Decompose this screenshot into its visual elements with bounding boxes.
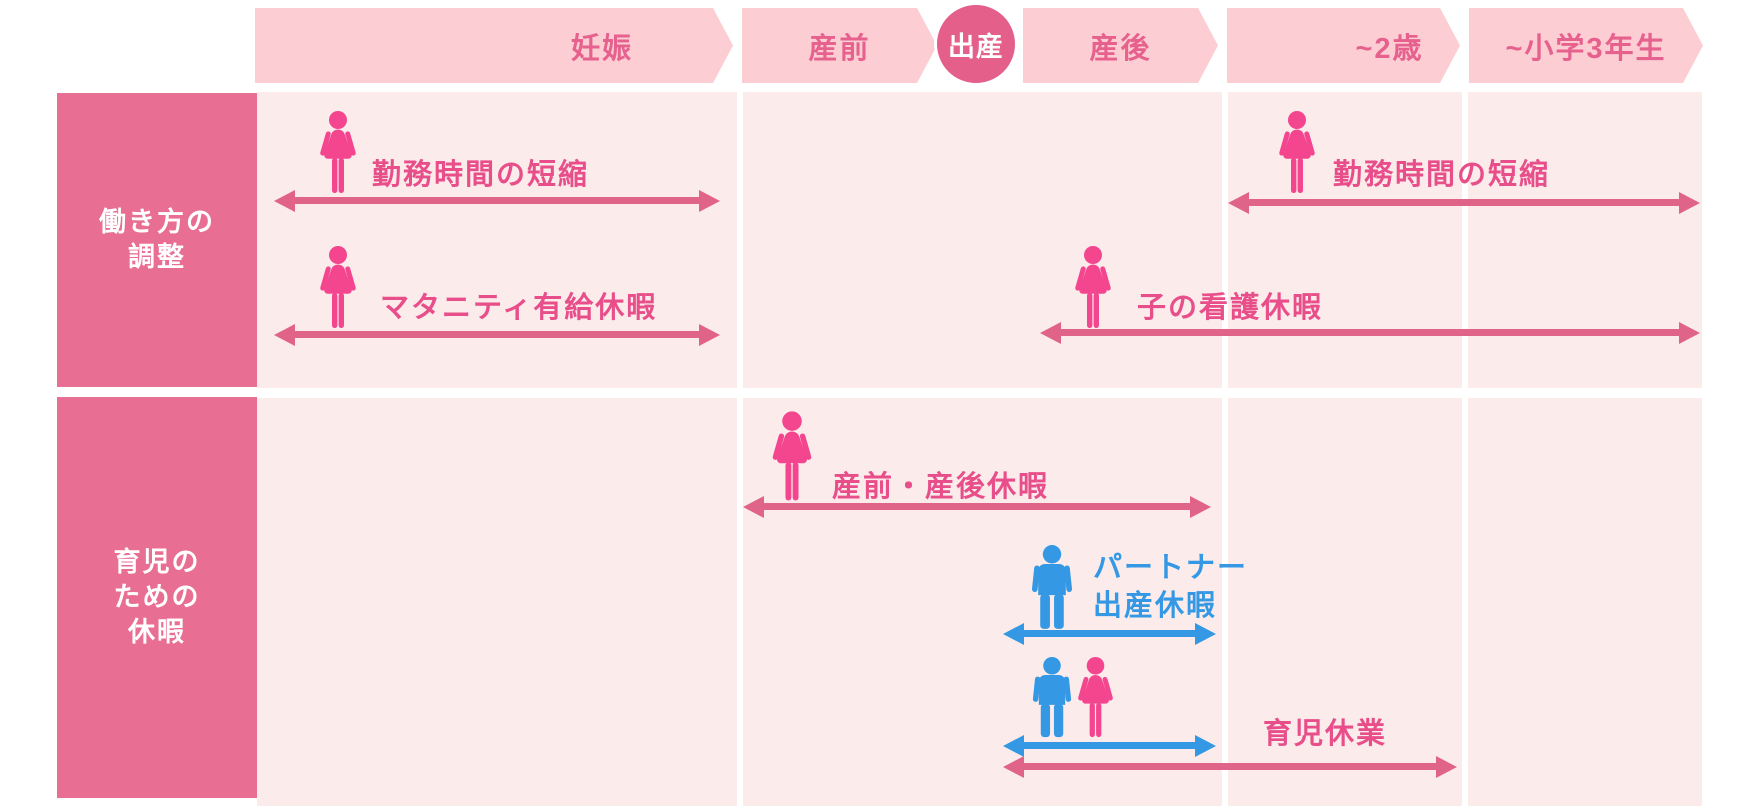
stage-label: 産後 <box>1089 32 1152 65</box>
grid-cell <box>743 398 1222 806</box>
grid-cell <box>1468 398 1702 806</box>
stage-label: ~小学3年生 <box>1505 32 1667 65</box>
item-label-partner-birth-leave-line2: 出産休暇 <box>1093 590 1218 622</box>
duration-arrow-pre-post-birth-leave <box>743 495 1211 518</box>
stage-label: 妊娠 <box>570 32 633 65</box>
item-label-partner-birth-leave-line1: パートナー <box>1093 552 1249 584</box>
item-label-childcare-leave: 育児休業 <box>1263 718 1388 750</box>
timeline-stage-to-age-2: ~2歳 <box>1227 8 1460 83</box>
sidebar-row-label-line: ための <box>113 582 201 612</box>
sidebar-row-label-line: 育児の <box>113 547 201 577</box>
sidebar-row-label-line: 休暇 <box>128 617 186 647</box>
woman-icon <box>1078 656 1113 738</box>
woman-icon <box>772 411 812 501</box>
duration-arrow-partner-birth-leave <box>1003 622 1216 645</box>
duration-arrow-childcare-leave-partner <box>1003 734 1216 757</box>
item-label-child-nursing-leave: 子の看護休暇 <box>1137 292 1324 324</box>
grid-cell <box>1228 92 1462 388</box>
woman-icon <box>320 111 356 193</box>
timeline-stage-pre-birth: 産前 <box>742 8 937 83</box>
man-icon <box>1032 656 1072 738</box>
duration-arrow-childcare-leave <box>1003 755 1457 778</box>
duration-arrow-shorter-hours-right <box>1228 191 1700 214</box>
stage-label: 出産 <box>948 31 1004 62</box>
sidebar-row-label-line: 働き方の <box>99 207 215 237</box>
timeline-stage-pregnancy: 妊娠 <box>255 8 733 83</box>
duration-arrow-child-nursing-leave <box>1040 321 1700 344</box>
item-label-maternity-paid-leave: マタニティ有給休暇 <box>380 292 658 324</box>
grid-cell <box>743 92 1222 388</box>
item-label-shorter-hours-left: 勤務時間の短縮 <box>372 159 590 191</box>
sidebar-row-label-line: 調整 <box>128 242 186 272</box>
man-icon <box>1031 545 1073 629</box>
sidebar-row-childcare-leave: 育児の ための 休暇 <box>57 397 257 798</box>
stage-label: ~2歳 <box>1355 32 1424 65</box>
sidebar-row-work-style-adjustment: 働き方の 調整 <box>57 93 257 387</box>
duration-arrow-shorter-hours-left <box>274 189 720 212</box>
duration-arrow-maternity-paid-leave <box>274 323 720 346</box>
grid-cell <box>257 398 737 806</box>
woman-icon <box>1279 111 1315 193</box>
timeline-stage-birth: 出産 <box>934 2 1018 86</box>
woman-icon <box>320 246 356 328</box>
stage-label: 産前 <box>808 32 871 65</box>
item-label-pre-post-birth-leave: 産前・産後休暇 <box>832 471 1050 503</box>
woman-icon <box>1075 246 1111 328</box>
timeline-stage-to-grade-3: ~小学3年生 <box>1469 8 1703 83</box>
grid-cell <box>1468 92 1702 388</box>
item-label-shorter-hours-right: 勤務時間の短縮 <box>1333 159 1551 191</box>
timeline-stage-post-birth: 産後 <box>1023 8 1218 83</box>
grid-cell <box>1228 398 1462 806</box>
